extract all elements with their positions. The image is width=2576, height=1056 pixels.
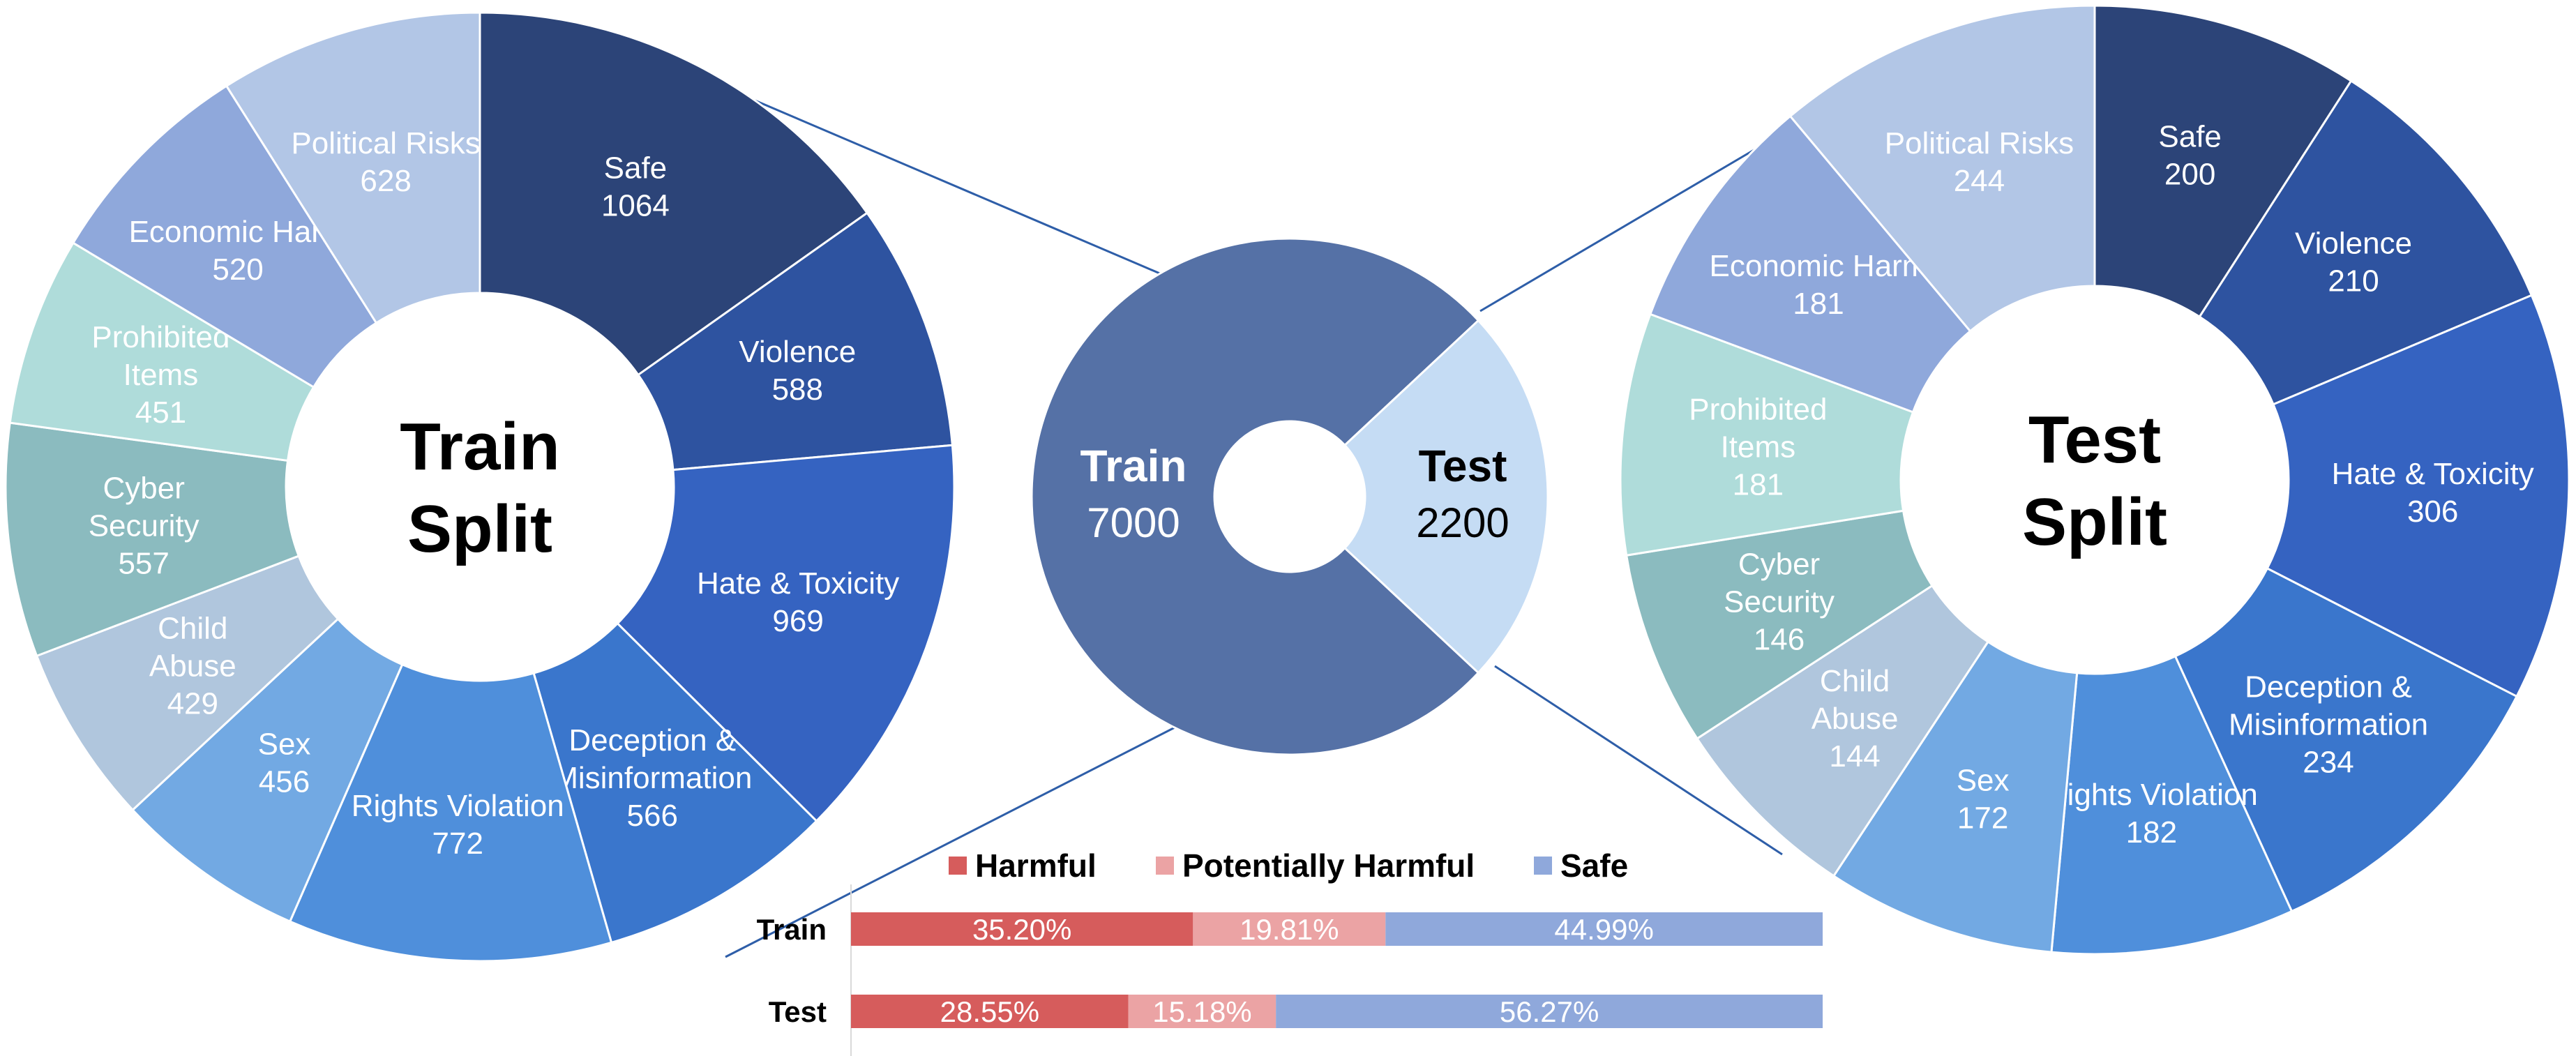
donut-center-title: Split [407,492,552,566]
bar-segment-potentially-harmful [1193,912,1386,946]
train-test-split-donut-chart: Train 7000 Test 2200 [1030,237,1549,756]
bar-row-label: Test [769,995,827,1028]
slice-value-label: 210 [2328,264,2379,299]
donut-hole [286,293,674,681]
slice-category-label: Misinformation [552,761,752,795]
slice-safe [2093,4,2353,319]
slice-category-label: Misinformation [2229,708,2428,742]
donut-center-title: Train [400,409,559,484]
slice-value-label: 628 [360,164,411,198]
slice-value-label: 234 [2303,746,2353,780]
bar-row-label: Train [757,913,827,946]
donut-center-title: Test [2028,402,2161,477]
legend-swatch-potentially-harmful [1156,857,1174,875]
slice-category-label: Hate & Toxicity [697,566,899,601]
slice-category-label: Economic Harm [1710,249,1928,283]
slice-category-label: Sex [1957,764,2010,798]
slice-value-label: 557 [118,546,169,580]
split-value-label: 7000 [1087,499,1180,546]
slice-value-label: 146 [1754,623,1805,657]
slice-category-label: Rights Violation [2045,778,2258,812]
donut-center-title: Split [2022,485,2167,559]
legend-swatch-safe [1534,857,1552,875]
slice-value-label: 172 [1957,801,2008,836]
bar-segment-safe [1385,912,1823,946]
zoom-connector-lines [720,84,1783,958]
connector-line [1494,665,1783,856]
bar-value-label: 56.27% [1500,995,1599,1028]
slice-category-label: Security [1724,585,1835,619]
connector-line [1479,138,1772,312]
bar-segment-harmful [851,912,1193,946]
slice-value-label: 1064 [601,188,670,222]
slice-category-label: Items [1721,430,1796,464]
legend-label-safe: Safe [1560,847,1628,884]
slice-test [1343,319,1549,674]
donut-hole [1901,286,2289,674]
slice-value-label: 200 [2164,158,2215,192]
slice-category-label: Cyber [103,471,184,505]
slice-category-label: Prohibited [1689,392,1827,426]
slice-category-label: Sex [258,727,311,762]
slice-category-label: Abuse [149,649,236,683]
bar-value-label: 28.55% [940,995,1039,1028]
slice-category-label: Child [1820,664,1890,698]
slice-value-label: 181 [1793,287,1844,321]
connector-line [725,724,1180,958]
connector-line [720,84,1162,276]
slice-category-label: Safe [2158,120,2222,154]
slice-category-label: Violence [739,335,856,369]
slice-category-label: Hate & Toxicity [2332,457,2534,491]
slice-category-label: Safe [604,151,668,185]
bar-segment-potentially-harmful [1128,995,1276,1028]
slice-category-label: Security [89,508,199,543]
slice-value-label: 969 [772,604,823,638]
slice-value-label: 772 [432,827,483,861]
slice-value-label: 181 [1733,467,1784,501]
slice-value-label: 588 [772,372,823,407]
bar-value-label: 35.20% [972,913,1071,946]
slice-category-label: Prohibited [91,320,229,354]
slice-category-label: Child [158,611,227,645]
legend-swatch-harmful [949,857,967,875]
slice-value-label: 429 [167,686,218,721]
split-value-label: 2200 [1416,499,1509,546]
slice-category-label: Violence [2295,227,2412,261]
slice-category-label: Rights Violation [352,789,564,823]
slice-category-label: Political Risks [291,126,480,160]
slice-value-label: 520 [212,252,263,287]
slice-category-label: Items [123,358,199,392]
slice-category-label: Deception & [2245,670,2412,704]
split-name-label: Train [1080,441,1187,491]
bar-segment-safe [1276,995,1823,1028]
split-name-label: Test [1419,441,1507,491]
legend-label-harmful: Harmful [975,847,1097,884]
slice-value-label: 451 [135,395,186,430]
slice-value-label: 182 [2126,815,2177,850]
slice-value-label: 566 [627,799,678,833]
bar-value-label: 19.81% [1240,913,1339,946]
slice-value-label: 306 [2407,495,2458,529]
slice-value-label: 244 [1954,164,2005,198]
bar-segment-harmful [851,995,1129,1028]
slice-category-label: Political Risks [1885,126,2074,160]
slice-train [1030,237,1480,756]
slice-value-label: 144 [1829,739,1880,774]
slice-category-label: Abuse [1812,702,1899,736]
bar-value-label: 44.99% [1554,913,1653,946]
slice-category-label: Cyber [1738,548,1820,582]
bar-value-label: 15.18% [1152,995,1251,1028]
slice-category-label: Deception & [568,723,736,757]
slice-value-label: 456 [259,765,310,799]
legend-label-potentially-harmful: Potentially Harmful [1182,847,1475,884]
